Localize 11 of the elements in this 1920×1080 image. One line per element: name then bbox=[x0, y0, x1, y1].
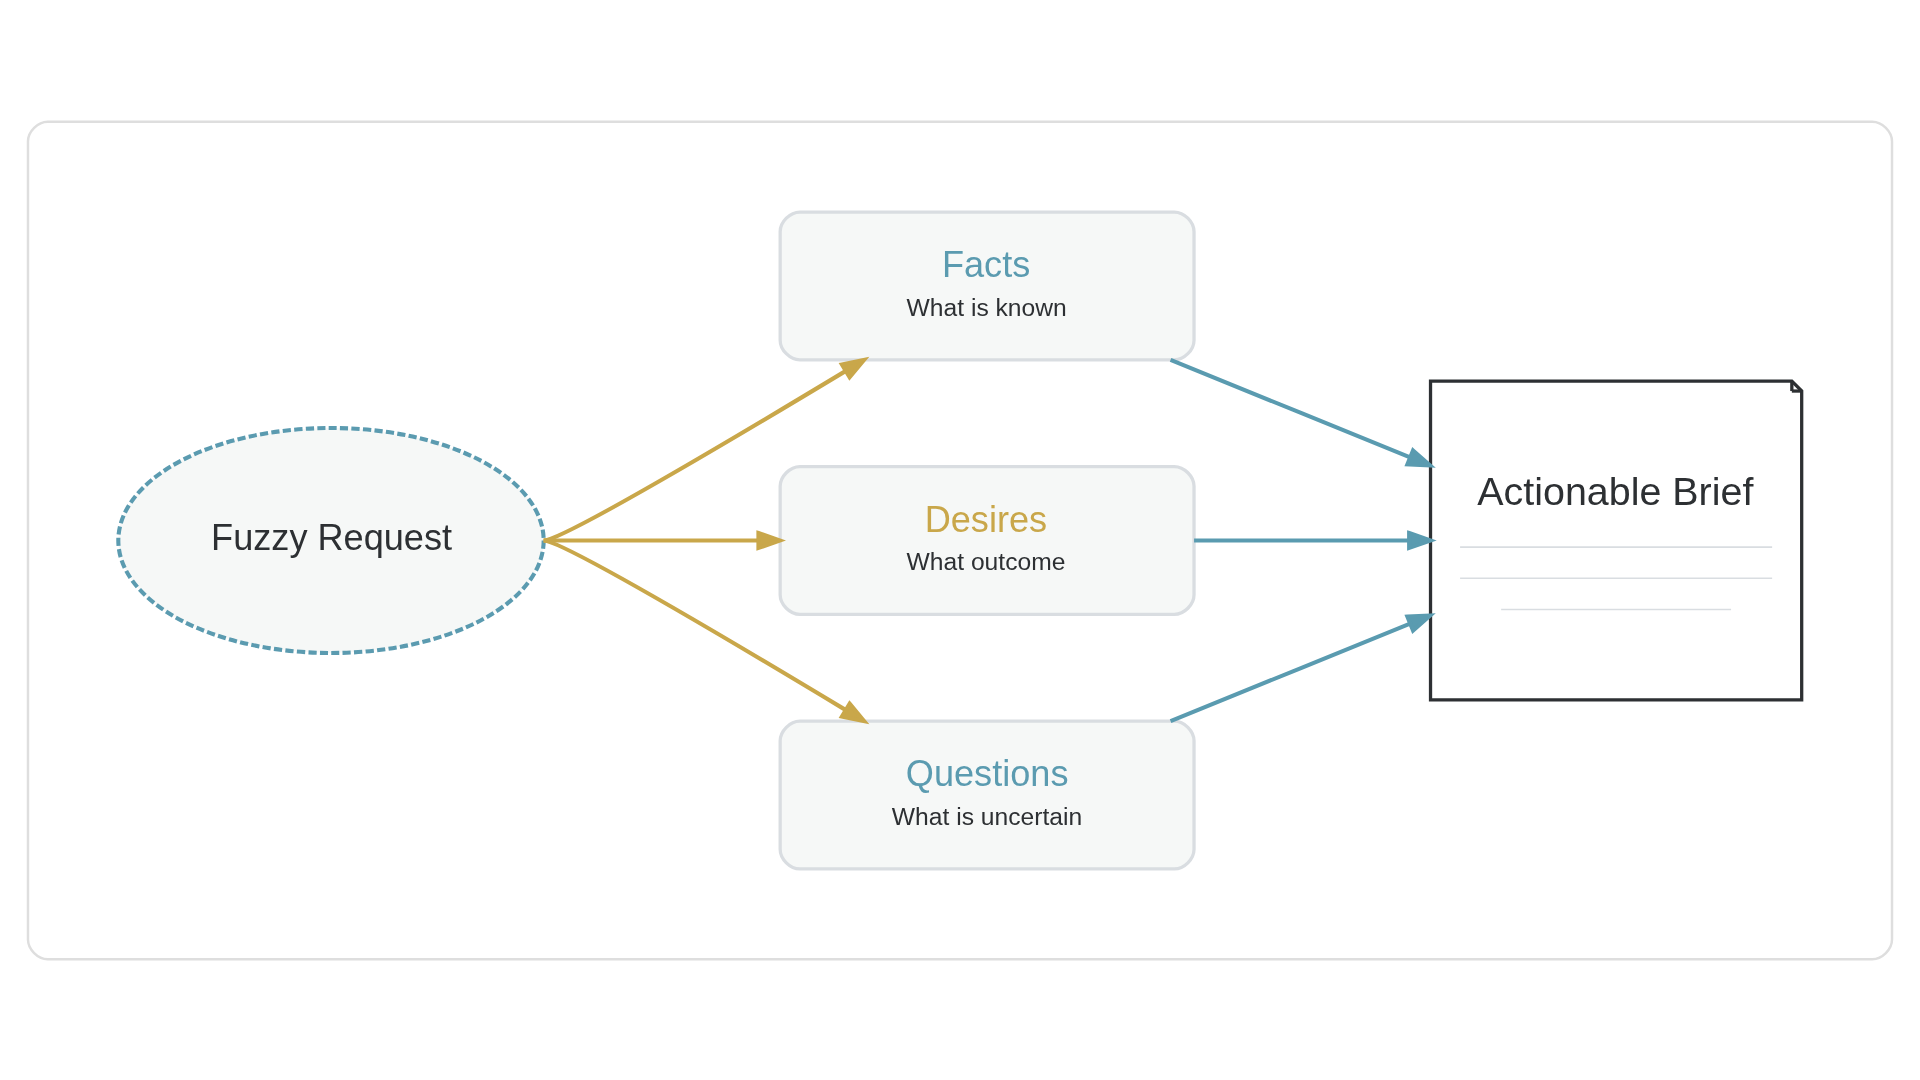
arrow bbox=[543, 529, 786, 551]
node-box: Questions What is uncertain bbox=[778, 719, 1196, 871]
node-box: Desires What outcome bbox=[778, 464, 1196, 616]
arrow bbox=[543, 538, 870, 724]
arrow bbox=[1169, 357, 1436, 468]
node-ellipse: Fuzzy Request bbox=[116, 425, 546, 655]
arrow bbox=[543, 356, 870, 542]
node-box: Facts What is known bbox=[778, 209, 1196, 361]
arrow bbox=[1194, 529, 1437, 551]
cluster bbox=[26, 119, 1894, 960]
arrow bbox=[1169, 612, 1436, 723]
